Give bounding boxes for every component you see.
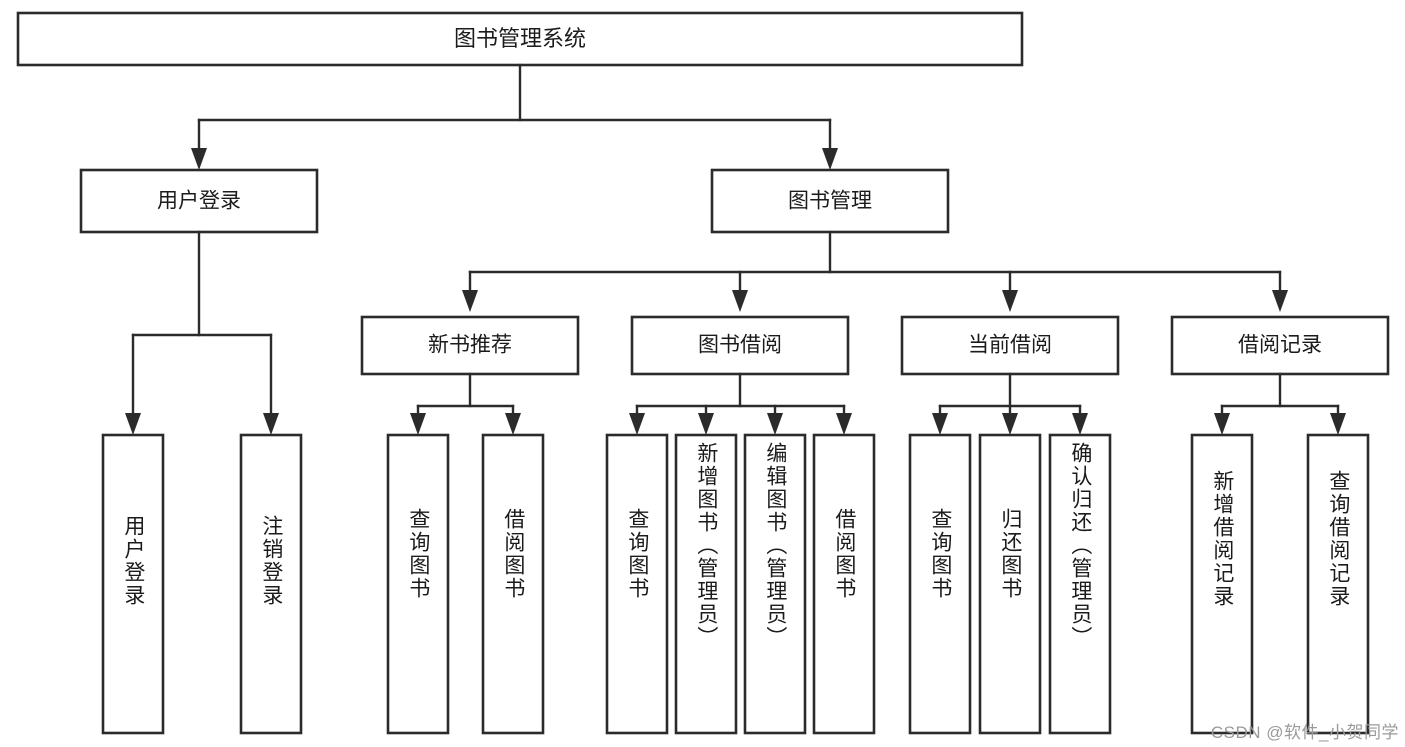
arrow-head-icon bbox=[505, 413, 521, 435]
arrow-head-icon bbox=[836, 413, 852, 435]
leaf-box-borrow-book-2[interactable] bbox=[812, 433, 876, 735]
node-box-rect bbox=[79, 168, 319, 234]
arrow-head-icon bbox=[1272, 290, 1288, 312]
arrow-head-icon bbox=[1214, 413, 1230, 435]
leaf-box-edit-book[interactable] bbox=[743, 433, 807, 735]
node-label: 借阅记录 bbox=[1238, 334, 1322, 357]
arrow-head-icon bbox=[410, 413, 426, 435]
node-label: 图书管理系统 bbox=[454, 26, 586, 51]
arrow-head-icon bbox=[822, 148, 838, 170]
node-user-login[interactable]: 用户登录 bbox=[79, 168, 319, 234]
arrow-head-icon bbox=[1002, 413, 1018, 435]
node-label: 当前借阅 bbox=[968, 334, 1052, 357]
connector-new-book-recommend-to-leaves bbox=[410, 372, 521, 435]
connector-book-management-to-level3 bbox=[462, 230, 1288, 312]
arrow-head-icon bbox=[1002, 290, 1018, 312]
node-book-borrow[interactable]: 图书借阅 bbox=[630, 315, 850, 376]
leaf-box-return-book[interactable] bbox=[978, 433, 1042, 735]
arrow-head-icon bbox=[462, 290, 478, 312]
arrow-head-icon bbox=[732, 290, 748, 312]
arrow-head-icon bbox=[767, 413, 783, 435]
leaf-box-confirm-return[interactable] bbox=[1048, 433, 1112, 735]
node-box-rect bbox=[16, 11, 1024, 67]
connector-title-to-level2 bbox=[191, 63, 838, 170]
node-new-book-recommend[interactable]: 新书推荐 bbox=[360, 315, 580, 376]
node-current-borrow[interactable]: 当前借阅 bbox=[900, 315, 1120, 376]
leaf-box-query-book-1[interactable] bbox=[386, 433, 450, 735]
arrow-head-icon bbox=[1330, 413, 1346, 435]
connector-book-borrow-to-leaves bbox=[629, 372, 852, 435]
arrow-head-icon bbox=[191, 148, 207, 170]
node-borrow-record[interactable]: 借阅记录 bbox=[1170, 315, 1390, 376]
leaf-box-logout[interactable] bbox=[239, 433, 303, 735]
node-book-management-system[interactable]: 图书管理系统 bbox=[16, 11, 1024, 67]
connector-borrow-record-to-leaves bbox=[1214, 372, 1346, 435]
arrow-head-icon bbox=[263, 413, 279, 435]
node-label: 图书管理 bbox=[788, 190, 872, 213]
arrow-head-icon bbox=[698, 413, 714, 435]
node-box-rect bbox=[900, 315, 1120, 376]
leaf-box-query-record[interactable] bbox=[1306, 433, 1370, 735]
node-label: 用户登录 bbox=[157, 190, 241, 213]
arrow-head-icon bbox=[932, 413, 948, 435]
connector-current-borrow-to-leaves bbox=[932, 372, 1088, 435]
node-box-rect bbox=[360, 315, 580, 376]
node-label: 图书借阅 bbox=[698, 334, 782, 357]
node-label: 新书推荐 bbox=[428, 334, 512, 357]
leaf-box-borrow-book-1[interactable] bbox=[481, 433, 545, 735]
connector-user-login-to-leaves bbox=[125, 230, 279, 435]
leaf-box-user-login[interactable] bbox=[101, 433, 165, 735]
arrow-head-icon bbox=[629, 413, 645, 435]
arrow-head-icon bbox=[125, 413, 141, 435]
leaf-box-add-record[interactable] bbox=[1190, 433, 1254, 735]
leaf-box-query-book-2[interactable] bbox=[605, 433, 669, 735]
arrow-head-icon bbox=[1072, 413, 1088, 435]
leaf-box-query-book-3[interactable] bbox=[908, 433, 972, 735]
node-book-management[interactable]: 图书管理 bbox=[710, 168, 950, 234]
leaf-box-add-book[interactable] bbox=[674, 433, 738, 735]
